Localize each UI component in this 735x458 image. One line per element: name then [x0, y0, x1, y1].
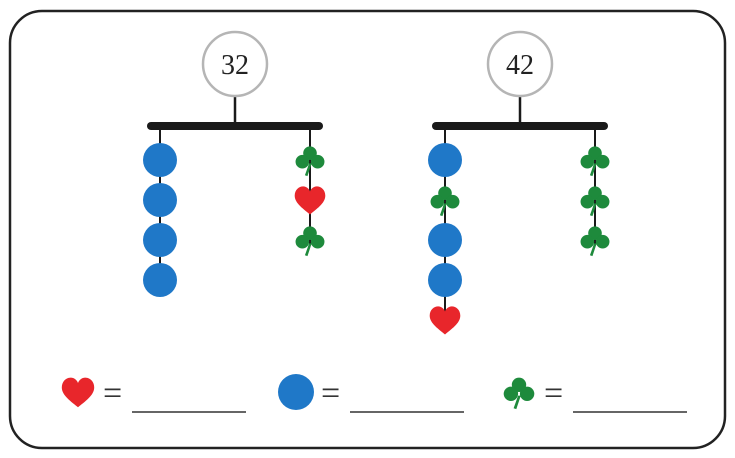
- circle-icon: [428, 263, 462, 297]
- circle-icon: [278, 374, 314, 410]
- mobile-1: 32: [143, 30, 326, 297]
- total-ring: [201, 30, 269, 98]
- legend-item-heart: =: [61, 375, 246, 413]
- equals-sign: =: [544, 375, 563, 412]
- circle-icon: [143, 143, 177, 177]
- circle-icon: [143, 223, 177, 257]
- equals-sign: =: [103, 375, 122, 412]
- legend-item-circle: =: [278, 374, 464, 413]
- circle-icon: [143, 263, 177, 297]
- card-frame: [8, 9, 727, 450]
- mobile-2: 42: [428, 30, 610, 335]
- equals-sign: =: [321, 375, 340, 412]
- circle-icon: [428, 223, 462, 257]
- legend-item-clover: =: [503, 375, 687, 413]
- total-ring: [486, 30, 554, 98]
- circle-icon: [428, 143, 462, 177]
- circle-icon: [143, 183, 177, 217]
- mobile-total: 42: [506, 50, 534, 81]
- mobile-total: 32: [221, 50, 249, 81]
